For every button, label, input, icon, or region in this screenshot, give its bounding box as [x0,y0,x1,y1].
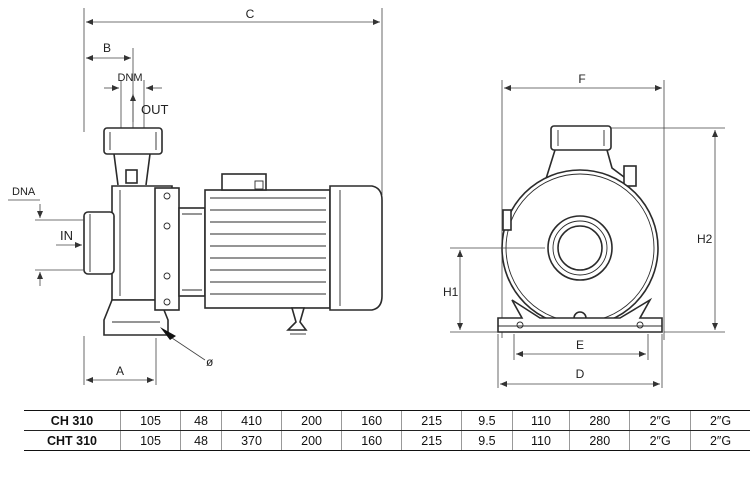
table-cell: 160 [341,410,402,431]
table-cell: 9.5 [461,410,513,431]
inlet-label: IN [60,228,73,243]
hole-diameter-symbol: ø [206,355,214,369]
table-cell: 2″G [690,430,750,451]
table-cell: 2″G [629,410,691,431]
dim-label-c: C [246,7,255,21]
table-cell: 200 [281,430,342,451]
dimensions-table: CH 310 105 48 410 200 160 215 9.5 110 28… [24,410,750,451]
table-row: CHT 310 105 48 370 200 160 215 9.5 110 2… [24,430,750,451]
table-cell: 215 [401,410,462,431]
table-cell: 110 [511,410,570,431]
table-cell: 160 [341,430,402,451]
dim-label-h2: H2 [697,232,713,246]
table-cell: 410 [220,410,282,431]
outlet-label: OUT [141,102,169,117]
table-cell: 110 [511,430,570,451]
table-cell: 215 [401,430,462,451]
table-cell: 370 [220,430,282,451]
dim-label-e: E [576,338,584,352]
side-view: C B DNM OUT DNA [8,7,383,385]
table-cell: 9.5 [461,430,513,451]
dim-label-dna: DNA [12,186,36,198]
table-cell: 48 [180,410,222,431]
table-cell: 200 [281,410,342,431]
dim-label-h1: H1 [443,285,459,299]
front-view: F H2 H1 [443,72,725,388]
table-cell: 2″G [690,410,750,431]
table-cell: 105 [119,430,181,451]
dim-label-f: F [578,72,585,86]
table-cell: 2″G [629,430,691,451]
table-cell: 280 [569,410,630,431]
table-cell: 280 [569,430,630,451]
model-cell: CH 310 [24,410,121,431]
model-cell: CHT 310 [24,430,121,451]
dim-label-d: D [576,367,585,381]
table-cell: 48 [180,430,222,451]
table-cell: 105 [119,410,181,431]
dim-label-b: B [103,41,111,55]
dim-label-a: A [116,364,124,378]
pump-technical-drawing: C B DNM OUT DNA [8,7,725,388]
table-row: CH 310 105 48 410 200 160 215 9.5 110 28… [24,410,750,431]
dim-label-dnm: DNM [117,72,142,84]
